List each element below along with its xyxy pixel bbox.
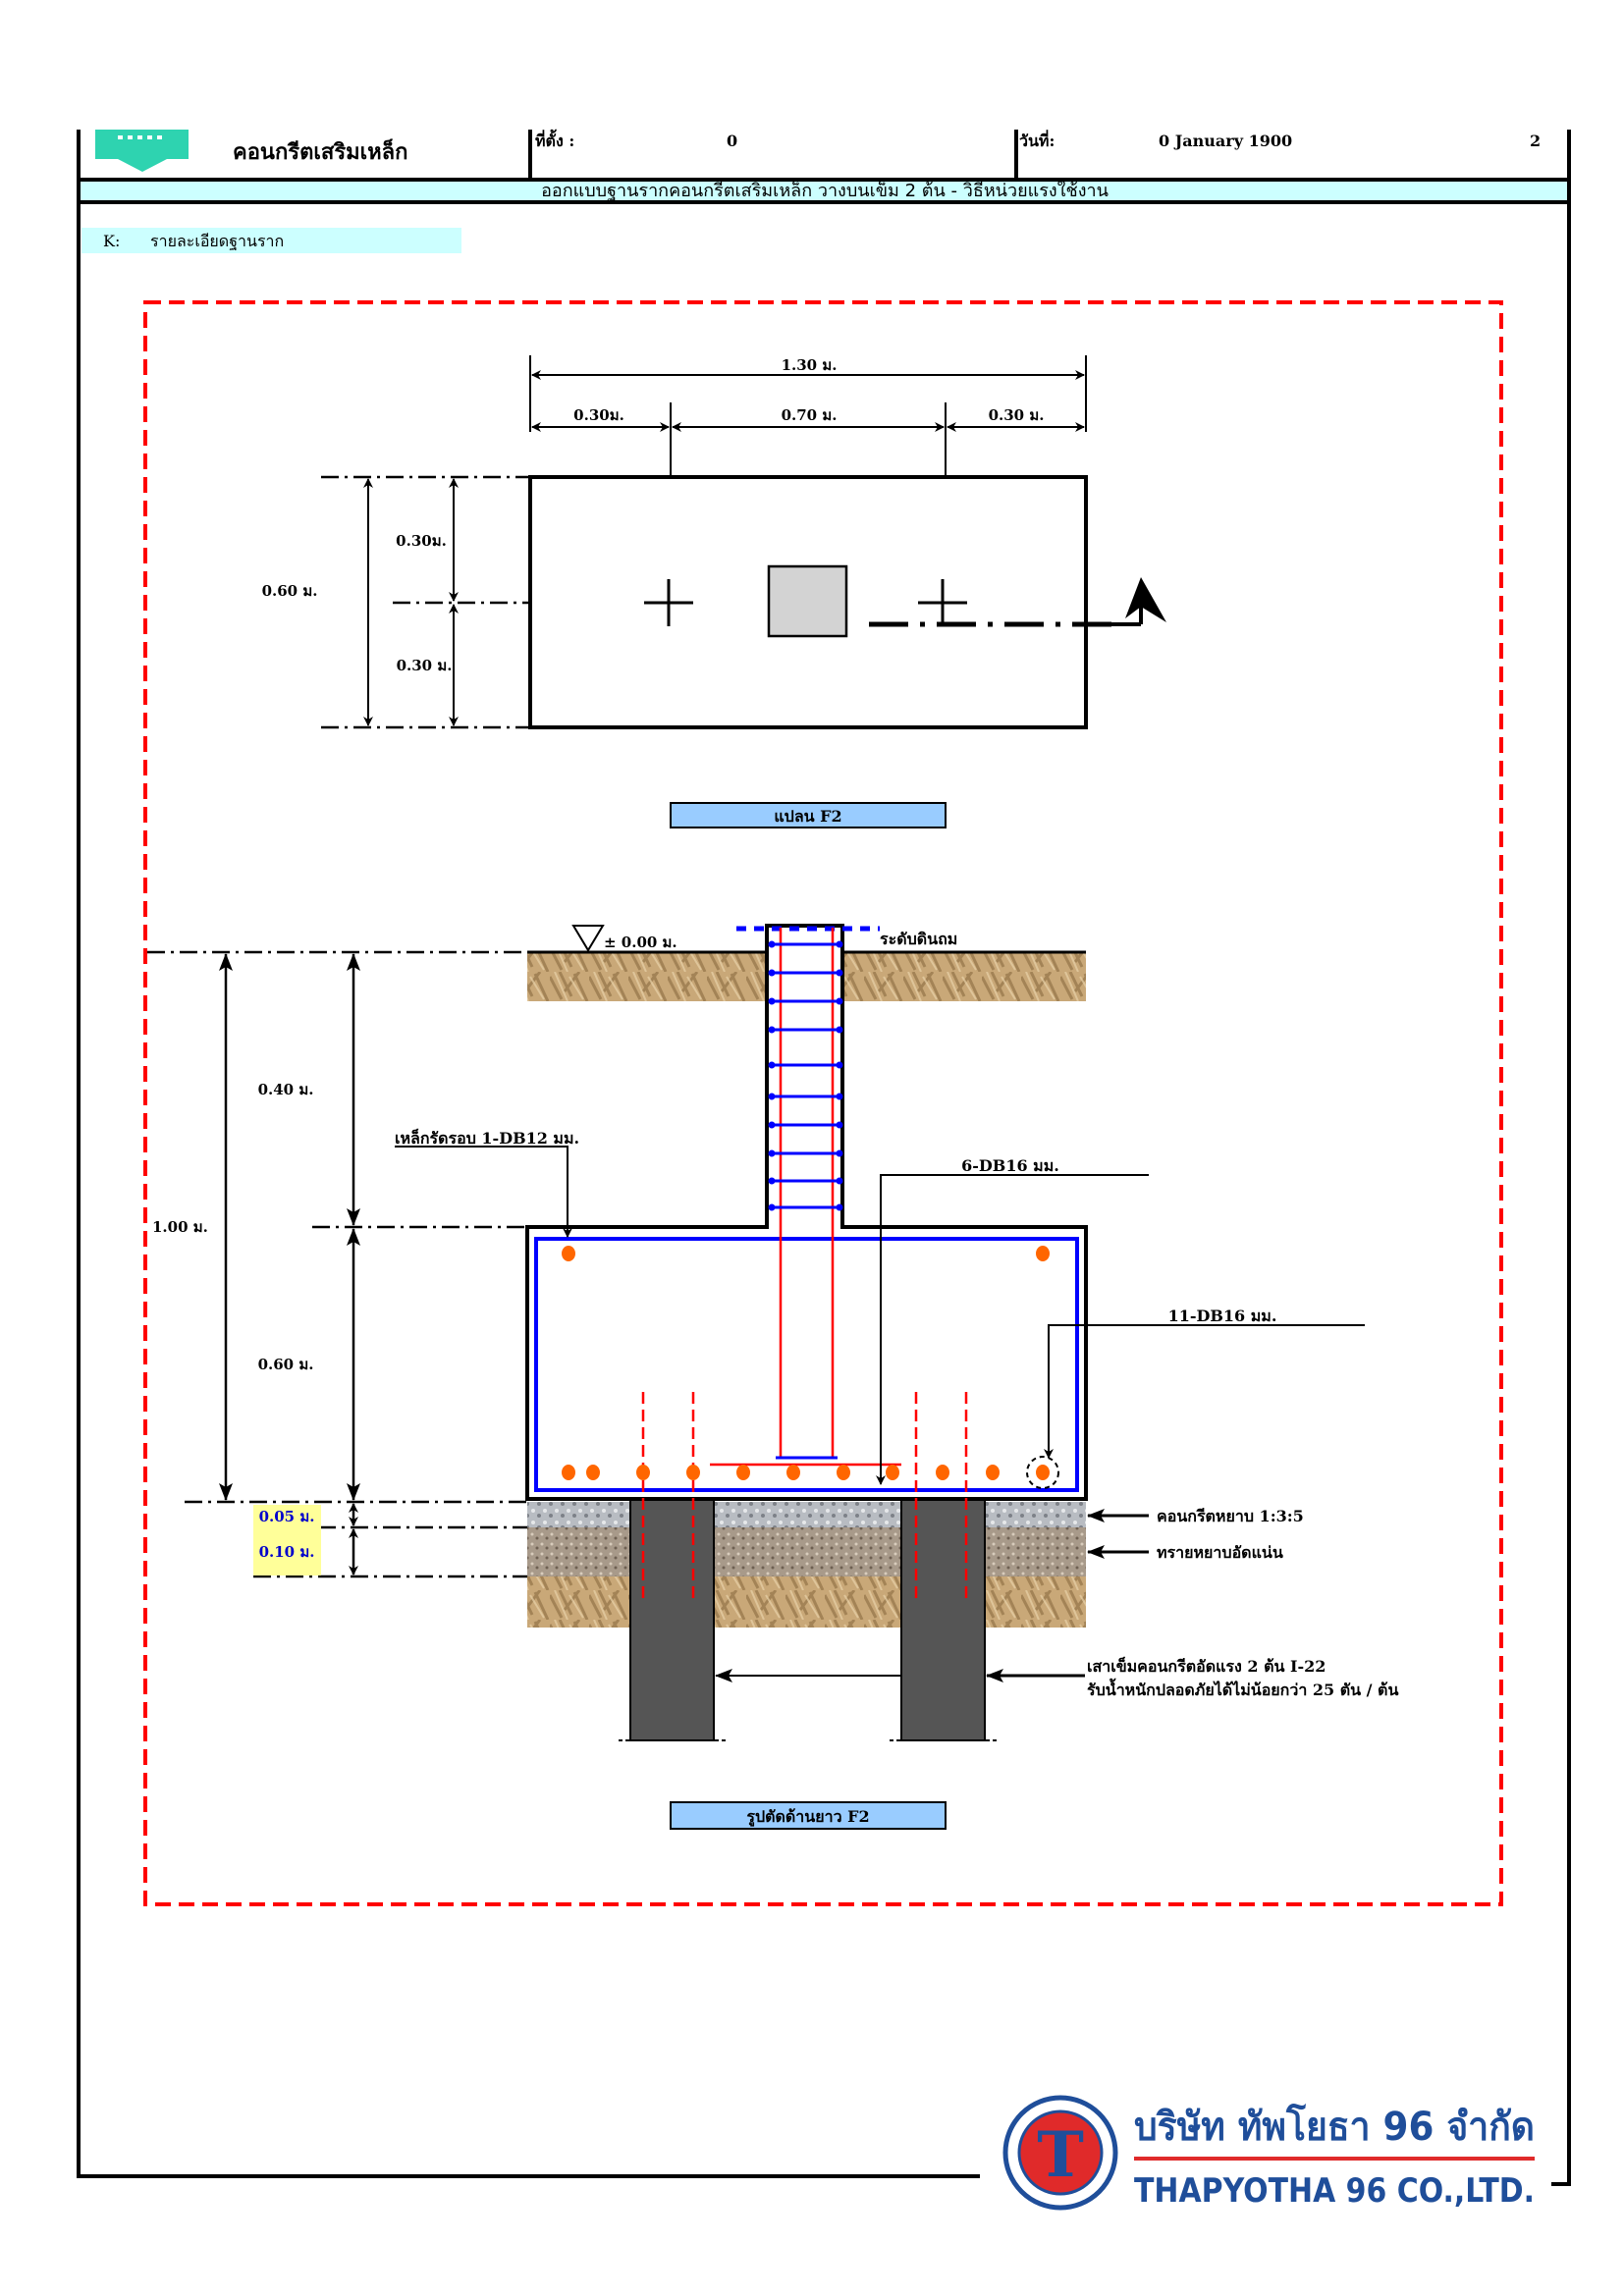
column-bar-dot [768,1061,776,1069]
column-bar-dot [768,1149,776,1157]
section-code: K: [103,232,120,250]
column-bar-dot [836,1093,843,1100]
pile-left [629,1491,715,1741]
plan-edge-right: 0.30 ม. [989,406,1045,424]
natural-soil-layer [527,1576,1086,1628]
column-bar-dot [836,1149,843,1157]
footing-column-outline [525,924,1088,1501]
column-main-bars [779,928,835,1458]
column-bar-dot [836,1177,843,1185]
section-title: รายละเอียดฐานราก [150,232,284,250]
column-bar-dot [836,969,843,977]
footing-thickness: 0.60 ม. [258,1356,314,1373]
column-depth: 0.40 ม. [258,1081,314,1098]
compacted-sand-layer [527,1527,1086,1576]
column-stirrups [768,940,843,1211]
location-value: 0 [727,132,737,150]
rebar-dot [986,1465,1000,1480]
column-bar-dot [768,969,776,977]
backfill-soil [842,952,1086,1001]
header: คอนกรีตเสริมเหล็ก ที่ตั้ง : 0 วันที่: 0 … [77,129,1571,253]
plan-half-bottom: 0.30 ม. [397,657,453,674]
rebar-dot [686,1465,700,1480]
column-bar-dot [768,997,776,1005]
column-bar-dot [836,1121,843,1129]
rebar-dot [1036,1246,1050,1261]
sand-thickness: 0.10 ม. [259,1543,315,1561]
column-bar-dot [836,1026,843,1034]
rebar-dot [936,1465,949,1480]
column-bar-dot [836,997,843,1005]
page-number: 2 [1530,132,1541,150]
footing-stirrup [534,1237,1079,1492]
rebar-dot [636,1465,650,1480]
column-bars-label: 6-DB16 มม. [961,1156,1059,1175]
column-plan [767,564,848,638]
company-logo: T บริษัท ทัพโยธา 96 จำกัด THAPYOTHA 96 C… [987,2079,1551,2226]
lean-concrete-thickness: 0.05 ม. [259,1508,315,1525]
ground-level: ± 0.00 ม. [604,934,677,951]
rebar-dot [586,1465,600,1480]
column-bar-dot [768,1203,776,1211]
sand-label: ทรายหยาบอัดแน่น [1157,1543,1283,1562]
rebar-dot [786,1465,800,1480]
pile-label-1: เสาเข็มคอนกรีตอัดแรง 2 ต้น I-22 [1087,1655,1326,1676]
section-band [81,228,461,253]
page-border [77,130,1571,2186]
rebar-dot [562,1246,575,1261]
level-triangle-icon [571,925,605,952]
rebar-dot [1036,1465,1050,1480]
thickness-highlight [253,1505,321,1575]
rebar-dots [562,1246,1050,1480]
plan-center-span: 0.70 ม. [782,406,838,424]
section-view: ± 0.00 ม. ระดับดินถม 0.40 ม. 1.00 ม. 0.6… [147,924,1398,1830]
column-bar-dot [768,1026,776,1034]
pile-label-2: รับน้ำหนักปลอดภัยได้ไม่น้อยกว่า 25 ตัน /… [1087,1678,1398,1699]
rebar-dot [562,1465,575,1480]
header-logo-icon [95,130,189,172]
backfill-soil [527,952,767,1001]
plan-edge-left: 0.30ม. [573,406,624,424]
fill-level-label: ระดับดินถม [880,930,957,948]
rebar-dot [886,1465,899,1480]
app-title: คอนกรีตเสริมเหล็ก [233,137,407,165]
column-bar-dot [768,1177,776,1185]
bar-callout-circle [1026,1456,1059,1489]
rebar-dot [736,1465,750,1480]
plan-half-top: 0.30ม. [396,532,447,550]
plan-total-depth: 0.60 ม. [262,582,318,600]
banner-title: ออกแบบฐานรากคอนกรีตเสริมเหล็ก วางบนเข็ม … [541,179,1109,201]
column-bar-dot [768,940,776,948]
plan-view: 1.30 ม. 0.30ม. 0.70 ม. 0.30 ม. 0.60 ม. 0… [262,355,1166,828]
company-name-th: บริษัท ทัพโยธา 96 จำกัด [1134,2104,1535,2150]
section-caption: รูปตัดด้านยาว F2 [746,1807,869,1828]
date-value: 0 January 1900 [1159,132,1292,150]
column-bar-dot [836,940,843,948]
rebar-dot [837,1465,850,1480]
lean-concrete-label: คอนกรีตหยาบ 1:3:5 [1157,1507,1304,1525]
column-bar-dot [836,1061,843,1069]
column-bar-dot [768,1121,776,1129]
title-banner [77,178,1571,204]
plan-total-width: 1.30 ม. [782,356,838,374]
pile-right [900,1491,986,1741]
bottom-bars-label: 11-DB16 มม. [1168,1307,1277,1325]
column-bar-dot [836,1203,843,1211]
column-bar-dot [768,1093,776,1100]
logo-letter: T [1037,2118,1084,2192]
date-label: วันที่: [1019,130,1055,150]
footing-outline [528,475,1088,729]
stirrup-label: เหล็กรัดรอบ 1-DB12 มม. [395,1127,579,1148]
section-caption-box [670,1801,947,1830]
lean-concrete-layer [527,1502,1086,1527]
total-depth: 1.00 ม. [152,1218,208,1236]
pile-marker-icon [644,579,967,626]
plan-caption-box [670,802,947,828]
drawing-frame [143,300,1503,1906]
company-name-en: THAPYOTHA 96 CO.,LTD. [1134,2171,1535,2211]
plan-caption: แปลน F2 [774,807,841,826]
location-label: ที่ตั้ง : [535,129,574,150]
section-arrow-icon [1110,577,1166,626]
